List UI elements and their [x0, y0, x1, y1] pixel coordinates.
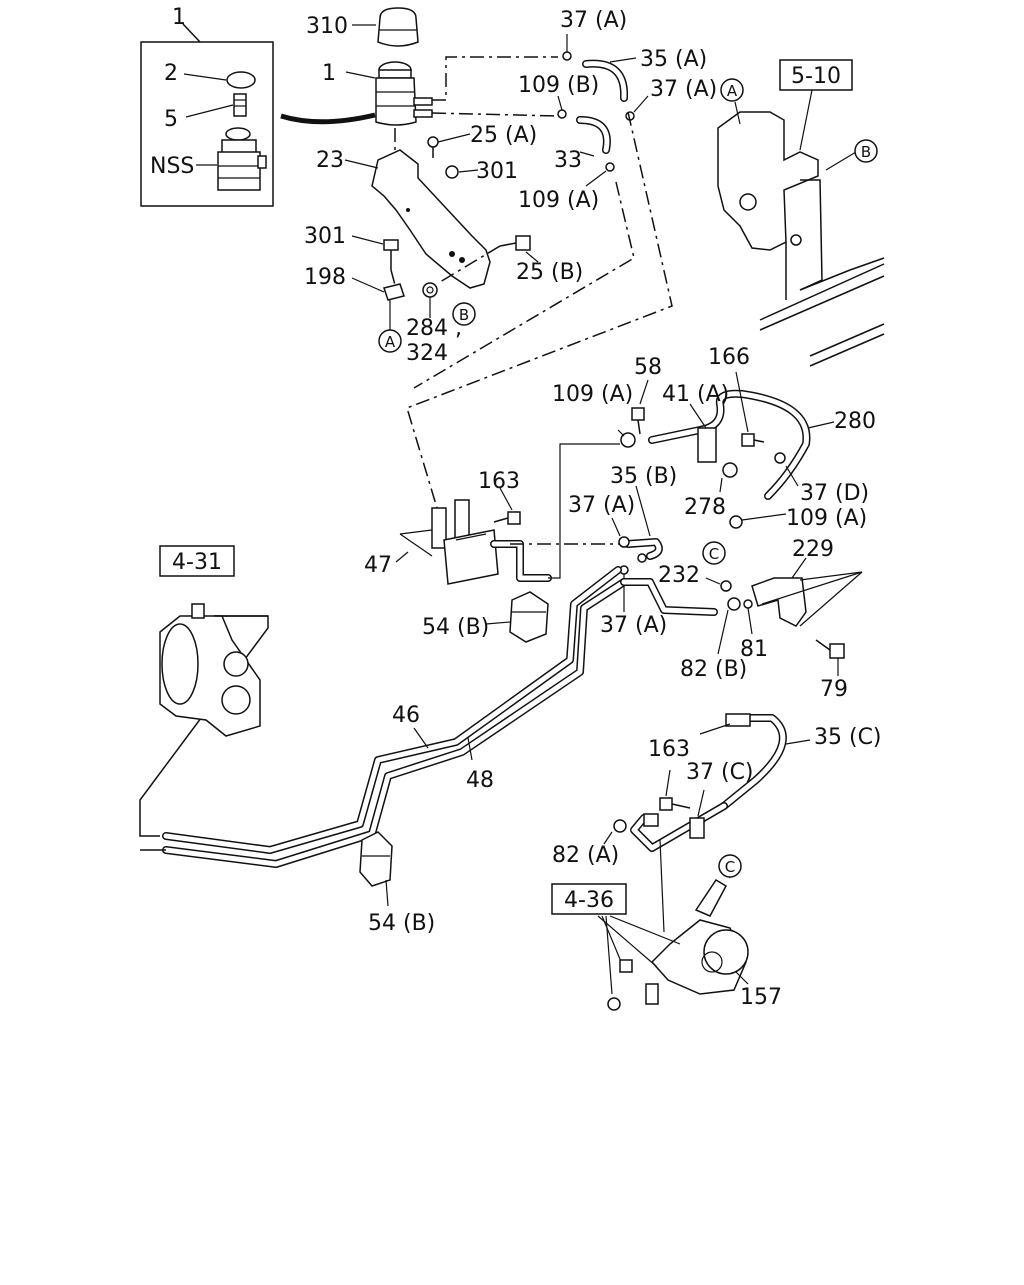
circle-A-mid: A [378, 329, 402, 353]
label-37a-1: 37 (A) [560, 8, 627, 33]
reservoir-assembly [344, 7, 649, 330]
label-35b: 35 (B) [610, 464, 677, 489]
clamp-54b-lower [359, 831, 393, 907]
svg-text:C: C [709, 545, 719, 563]
part-labels: 1 310 1 2 5 NSS 23 37 (A) 35 (A) 109 (B)… [150, 5, 882, 1010]
label-23: 23 [316, 148, 344, 173]
label-35a: 35 (A) [640, 47, 707, 72]
label-310: 310 [306, 14, 348, 39]
label-54b-2: 54 (B) [368, 911, 435, 936]
ref-box-4-31 [159, 545, 235, 577]
label-280: 280 [834, 409, 876, 434]
label-278: 278 [684, 495, 726, 520]
label-1-reservoir: 1 [322, 61, 336, 86]
ref-box-4-36 [551, 883, 627, 915]
return-pipe-41a-280 [617, 371, 835, 529]
label-58: 58 [634, 355, 662, 380]
label-284: 284 , [406, 316, 462, 341]
label-5: 5 [164, 107, 178, 132]
label-301-b: 301 [304, 224, 346, 249]
label-81: 81 [740, 637, 768, 662]
label-109a-2: 109 (A) [552, 382, 633, 407]
label-198: 198 [304, 265, 346, 290]
label-2: 2 [164, 61, 178, 86]
label-324: 324 [406, 341, 448, 366]
label-37a-4: 37 (A) [600, 613, 667, 638]
circle-C-mid: C [702, 541, 726, 565]
label-232: 232 [658, 563, 700, 588]
ref-5-10-label: 5-10 [791, 64, 841, 89]
bracket-229-group [705, 557, 863, 676]
ref-4-36-label: 4-36 [564, 888, 614, 913]
label-nss: NSS [150, 154, 194, 179]
circle-B-top: B [854, 139, 878, 163]
ref-4-31-label: 4-31 [172, 550, 222, 575]
label-35c: 35 (C) [814, 725, 882, 750]
label-37a-3: 37 (A) [568, 493, 635, 518]
label-163-b: 163 [648, 737, 690, 762]
return-line-dashdot [413, 181, 635, 389]
label-37d: 37 (D) [800, 481, 869, 506]
circle-markers: A B B A C C [378, 78, 878, 878]
feed-line-dashdot [406, 111, 673, 519]
label-163-a: 163 [478, 469, 520, 494]
label-157: 157 [740, 985, 782, 1010]
label-33: 33 [554, 148, 582, 173]
svg-text:B: B [459, 306, 469, 324]
label-47: 47 [364, 553, 392, 578]
frame-section [717, 59, 885, 367]
valve-assembly-47 [395, 443, 620, 585]
label-54b-1: 54 (B) [422, 615, 489, 640]
circle-C-low: C [718, 854, 742, 878]
steering-gear-4-31 [159, 545, 268, 737]
circle-A-top: A [720, 78, 744, 102]
label-82b: 82 (B) [680, 657, 747, 682]
label-1-top: 1 [172, 5, 186, 30]
label-48: 48 [466, 768, 494, 793]
circle-B-mid: B [452, 302, 476, 326]
label-109b: 109 (B) [518, 73, 599, 98]
svg-text:A: A [727, 82, 738, 100]
svg-text:B: B [861, 143, 871, 161]
label-25b: 25 (B) [516, 260, 583, 285]
label-109a-1: 109 (A) [518, 188, 599, 213]
kit-pointer-curve [280, 112, 376, 125]
ref-box-5-10 [779, 59, 853, 91]
hose-35b-group [611, 485, 663, 612]
label-25a: 25 (A) [470, 123, 537, 148]
label-82a: 82 (A) [552, 843, 619, 868]
svg-text:A: A [385, 333, 396, 351]
label-37c: 37 (C) [686, 760, 754, 785]
clamp-54b-upper [485, 591, 549, 643]
reservoir-kit-box [140, 23, 274, 207]
label-229: 229 [792, 537, 834, 562]
label-109a-3: 109 (A) [786, 506, 867, 531]
hose-35c-group [603, 713, 811, 933]
label-301-a: 301 [476, 159, 518, 184]
svg-text:C: C [725, 858, 735, 876]
label-41a: 41 (A) [662, 382, 729, 407]
label-46: 46 [392, 703, 420, 728]
label-37a-2: 37 (A) [650, 77, 717, 102]
label-79: 79 [820, 677, 848, 702]
power-steering-pump-4-36 [551, 865, 749, 1011]
label-166: 166 [708, 345, 750, 370]
